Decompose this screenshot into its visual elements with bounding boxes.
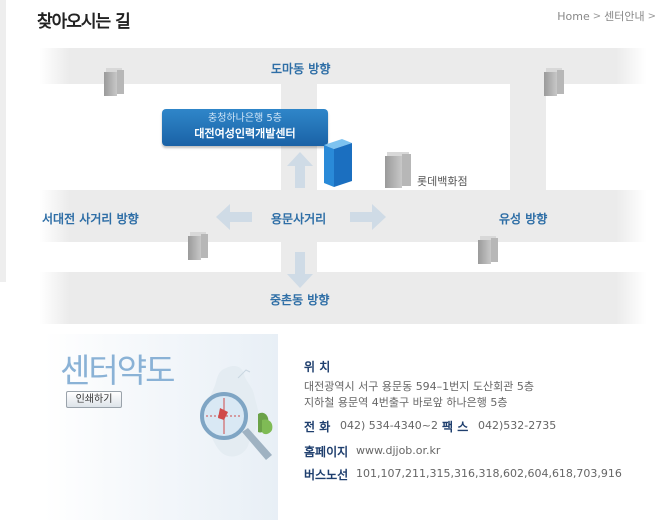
print-button[interactable]: 인쇄하기 — [66, 391, 122, 408]
arrow-down-icon — [287, 252, 313, 288]
center-building-icon — [324, 139, 352, 187]
magnifier-map-icon — [200, 366, 273, 460]
direction-east-label: 유성 방향 — [499, 212, 548, 226]
callout-center-name: 대전여성인력개발센터 — [194, 127, 296, 140]
breadcrumb-current[interactable]: 센터안내 — [604, 10, 645, 23]
homepage-label: 홈페이지 — [304, 445, 349, 459]
brand-title: 센터약도 — [60, 351, 175, 390]
arrow-right-icon — [350, 204, 386, 230]
building-icon — [544, 68, 564, 96]
road-south — [40, 272, 646, 324]
page-title: 찾아오시는 길 — [37, 12, 131, 32]
fax-label: 팩 스 — [442, 420, 469, 434]
building-icon — [188, 232, 208, 260]
bus-routes: 101,107,211,315,316,318,602,604,618,703,… — [356, 467, 622, 480]
breadcrumb: Home > 센터안내 > — [557, 8, 657, 24]
lotte-label: 롯데백화점 — [417, 175, 468, 188]
map-fade-right — [616, 48, 646, 324]
intersection-label: 용문사거리 — [271, 212, 327, 226]
callout-bank-floor: 충청하나은행 5층 — [208, 113, 282, 124]
direction-west-label: 서대전 사거리 방향 — [42, 212, 139, 226]
bus-label: 버스노선 — [304, 468, 349, 482]
breadcrumb-home[interactable]: Home — [557, 9, 590, 23]
location-map: 도마동 방향 서대전 사거리 방향 유성 방향 중촌동 방향 용문사거리 충청하… — [40, 48, 646, 324]
chevron-right-icon: > — [592, 10, 602, 22]
arrow-up-icon — [287, 152, 313, 188]
phone-value: 042) 534-4340~2 — [340, 419, 438, 432]
building-icon — [478, 236, 498, 264]
homepage-link[interactable]: www.djjob.or.kr — [356, 444, 441, 457]
location-label: 위 치 — [304, 360, 331, 374]
map-fade-left — [40, 48, 70, 324]
phone-label: 전 화 — [304, 420, 331, 434]
direction-north-label: 도마동 방향 — [271, 62, 331, 76]
left-divider — [0, 0, 6, 282]
road-vertical-east — [510, 48, 546, 242]
chevron-right-icon: > — [647, 10, 656, 22]
lotte-building-icon — [385, 152, 411, 188]
location-line1: 대전광역시 서구 용문동 594–1번지 도산회관 5층 — [304, 380, 535, 393]
direction-south-label: 중촌동 방향 — [270, 293, 330, 307]
fax-value: 042)532-2735 — [478, 419, 557, 432]
center-location-callout: 충청하나은행 5층 대전여성인력개발센터 — [162, 109, 328, 146]
building-icon — [104, 68, 124, 96]
arrow-left-icon — [216, 204, 252, 230]
location-line2: 지하철 용문역 4번출구 바로앞 하나은행 5층 — [304, 396, 508, 409]
